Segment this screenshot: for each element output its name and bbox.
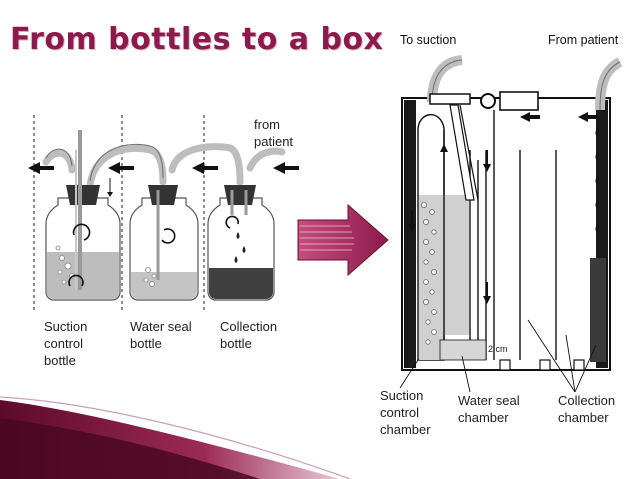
label-water-seal-chamber: Water seal chamber: [458, 393, 520, 425]
label-suction-control-chamber: Suction control chamber: [380, 388, 431, 437]
label-suction-control-bottle: Suction control bottle: [44, 319, 88, 368]
bottle-tubes-outline: [45, 143, 164, 182]
label-from-patient-box: From patient: [548, 33, 619, 47]
flow-arrows: [28, 162, 299, 174]
collection-bottle: [207, 185, 275, 301]
slide-title: From bottles to a box: [10, 22, 384, 57]
label-collection-chamber: Collection chamber: [558, 393, 616, 425]
label-scale-mark: 2 cm: [488, 344, 508, 354]
suction-control-bottle: [45, 130, 121, 301]
label-from-patient-bottles: from patient: [254, 117, 294, 149]
label-water-seal-bottle: Water seal bottle: [130, 319, 192, 351]
corner-swoosh: [0, 396, 351, 479]
label-to-suction: To suction: [400, 33, 457, 47]
transition-arrow: [297, 203, 389, 277]
label-collection-bottle: Collection bottle: [220, 319, 278, 351]
water-seal-bottle: [129, 185, 199, 301]
bottle-tubes: [42, 143, 286, 189]
drainage-box: [401, 55, 623, 371]
